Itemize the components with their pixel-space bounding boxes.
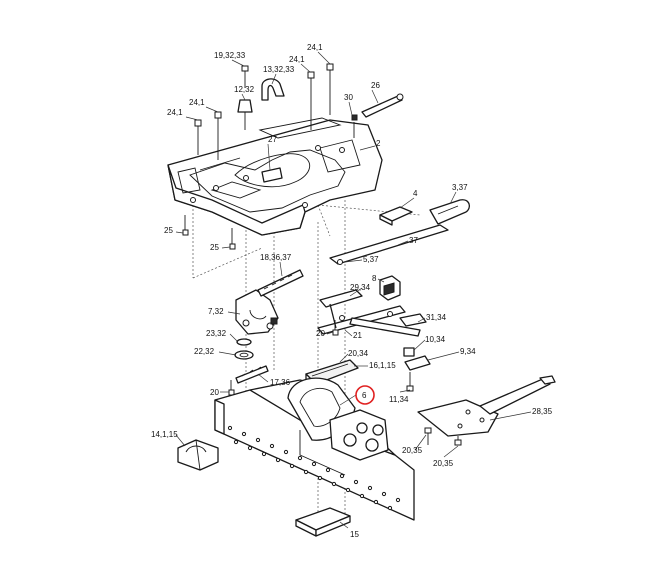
callout-label: 18,36,37: [260, 253, 292, 262]
callout-label: 22,32: [194, 347, 215, 356]
part-8: [379, 275, 401, 301]
callout-label: 25: [210, 243, 219, 252]
block-part-14: [177, 439, 219, 471]
callout-label: 26: [371, 81, 380, 90]
callout-labels: 19,32,33 24,1 24,1 13,32,33 12,32 26 30 …: [151, 43, 553, 539]
callout-label: 29,34: [350, 283, 371, 292]
washers-23-22: [234, 338, 254, 360]
callout-label: 30: [344, 93, 353, 102]
callout-label: 20,35: [433, 459, 454, 468]
callout-label: 5,37: [363, 255, 379, 264]
bolt-part-20: [228, 320, 339, 396]
clamp-part-13: [237, 78, 285, 130]
callout-label: 19,32,33: [214, 51, 246, 60]
callout-label: 3,37: [452, 183, 468, 192]
lever-part-29-31: [317, 289, 427, 337]
callout-label: 20,35: [402, 446, 423, 455]
callout-label: 25: [164, 226, 173, 235]
callout-label: 28,35: [532, 407, 553, 416]
callout-label: 37: [409, 236, 418, 245]
callout-label: 24,1: [289, 55, 305, 64]
callout-label: 23,32: [206, 329, 227, 338]
callout-label: 21: [353, 331, 362, 340]
callout-label: 20: [210, 388, 219, 397]
callout-label: 17,36: [270, 378, 291, 387]
callout-label: 11,34: [389, 395, 409, 404]
part-27: [261, 167, 283, 183]
callout-label: 31,34: [426, 313, 447, 322]
highlight-ring: [355, 385, 375, 405]
callout-label: 13,32,33: [263, 65, 295, 74]
callout-label: 9,34: [460, 347, 476, 356]
callout-label: 7,32: [208, 307, 224, 316]
callout-label: 12,32: [234, 85, 255, 94]
callout-label: 20: [316, 329, 325, 338]
leader-lines: [175, 51, 532, 529]
spring-part-17: [235, 365, 269, 384]
part-4: [379, 206, 413, 226]
part-10-9: [403, 347, 431, 392]
callout-label: 20,34: [348, 349, 369, 358]
bracket-part-7: [235, 289, 279, 335]
pin-part-26: [351, 93, 404, 138]
callout-label: 8: [372, 274, 377, 283]
callout-label: 24,1: [189, 98, 205, 107]
callout-label: 27: [268, 135, 277, 144]
highlighted-callout-label[interactable]: 6: [362, 391, 367, 400]
callout-label: 24,1: [307, 43, 323, 52]
handle-part-3: [329, 199, 471, 265]
callout-label: 4: [413, 189, 418, 198]
callout-label: 16,1,15: [369, 361, 396, 370]
callout-label: 14,1,15: [151, 430, 178, 439]
callout-label: 10,34: [425, 335, 446, 344]
callout-label: 2: [376, 139, 381, 148]
callout-label: 15: [350, 530, 359, 539]
lever-plate-part-28: [417, 375, 556, 446]
spring-part-18: [257, 269, 304, 297]
callout-label: 24,1: [167, 108, 183, 117]
pad-part-15: [295, 507, 351, 537]
saddle-base-part-6: [214, 377, 415, 521]
